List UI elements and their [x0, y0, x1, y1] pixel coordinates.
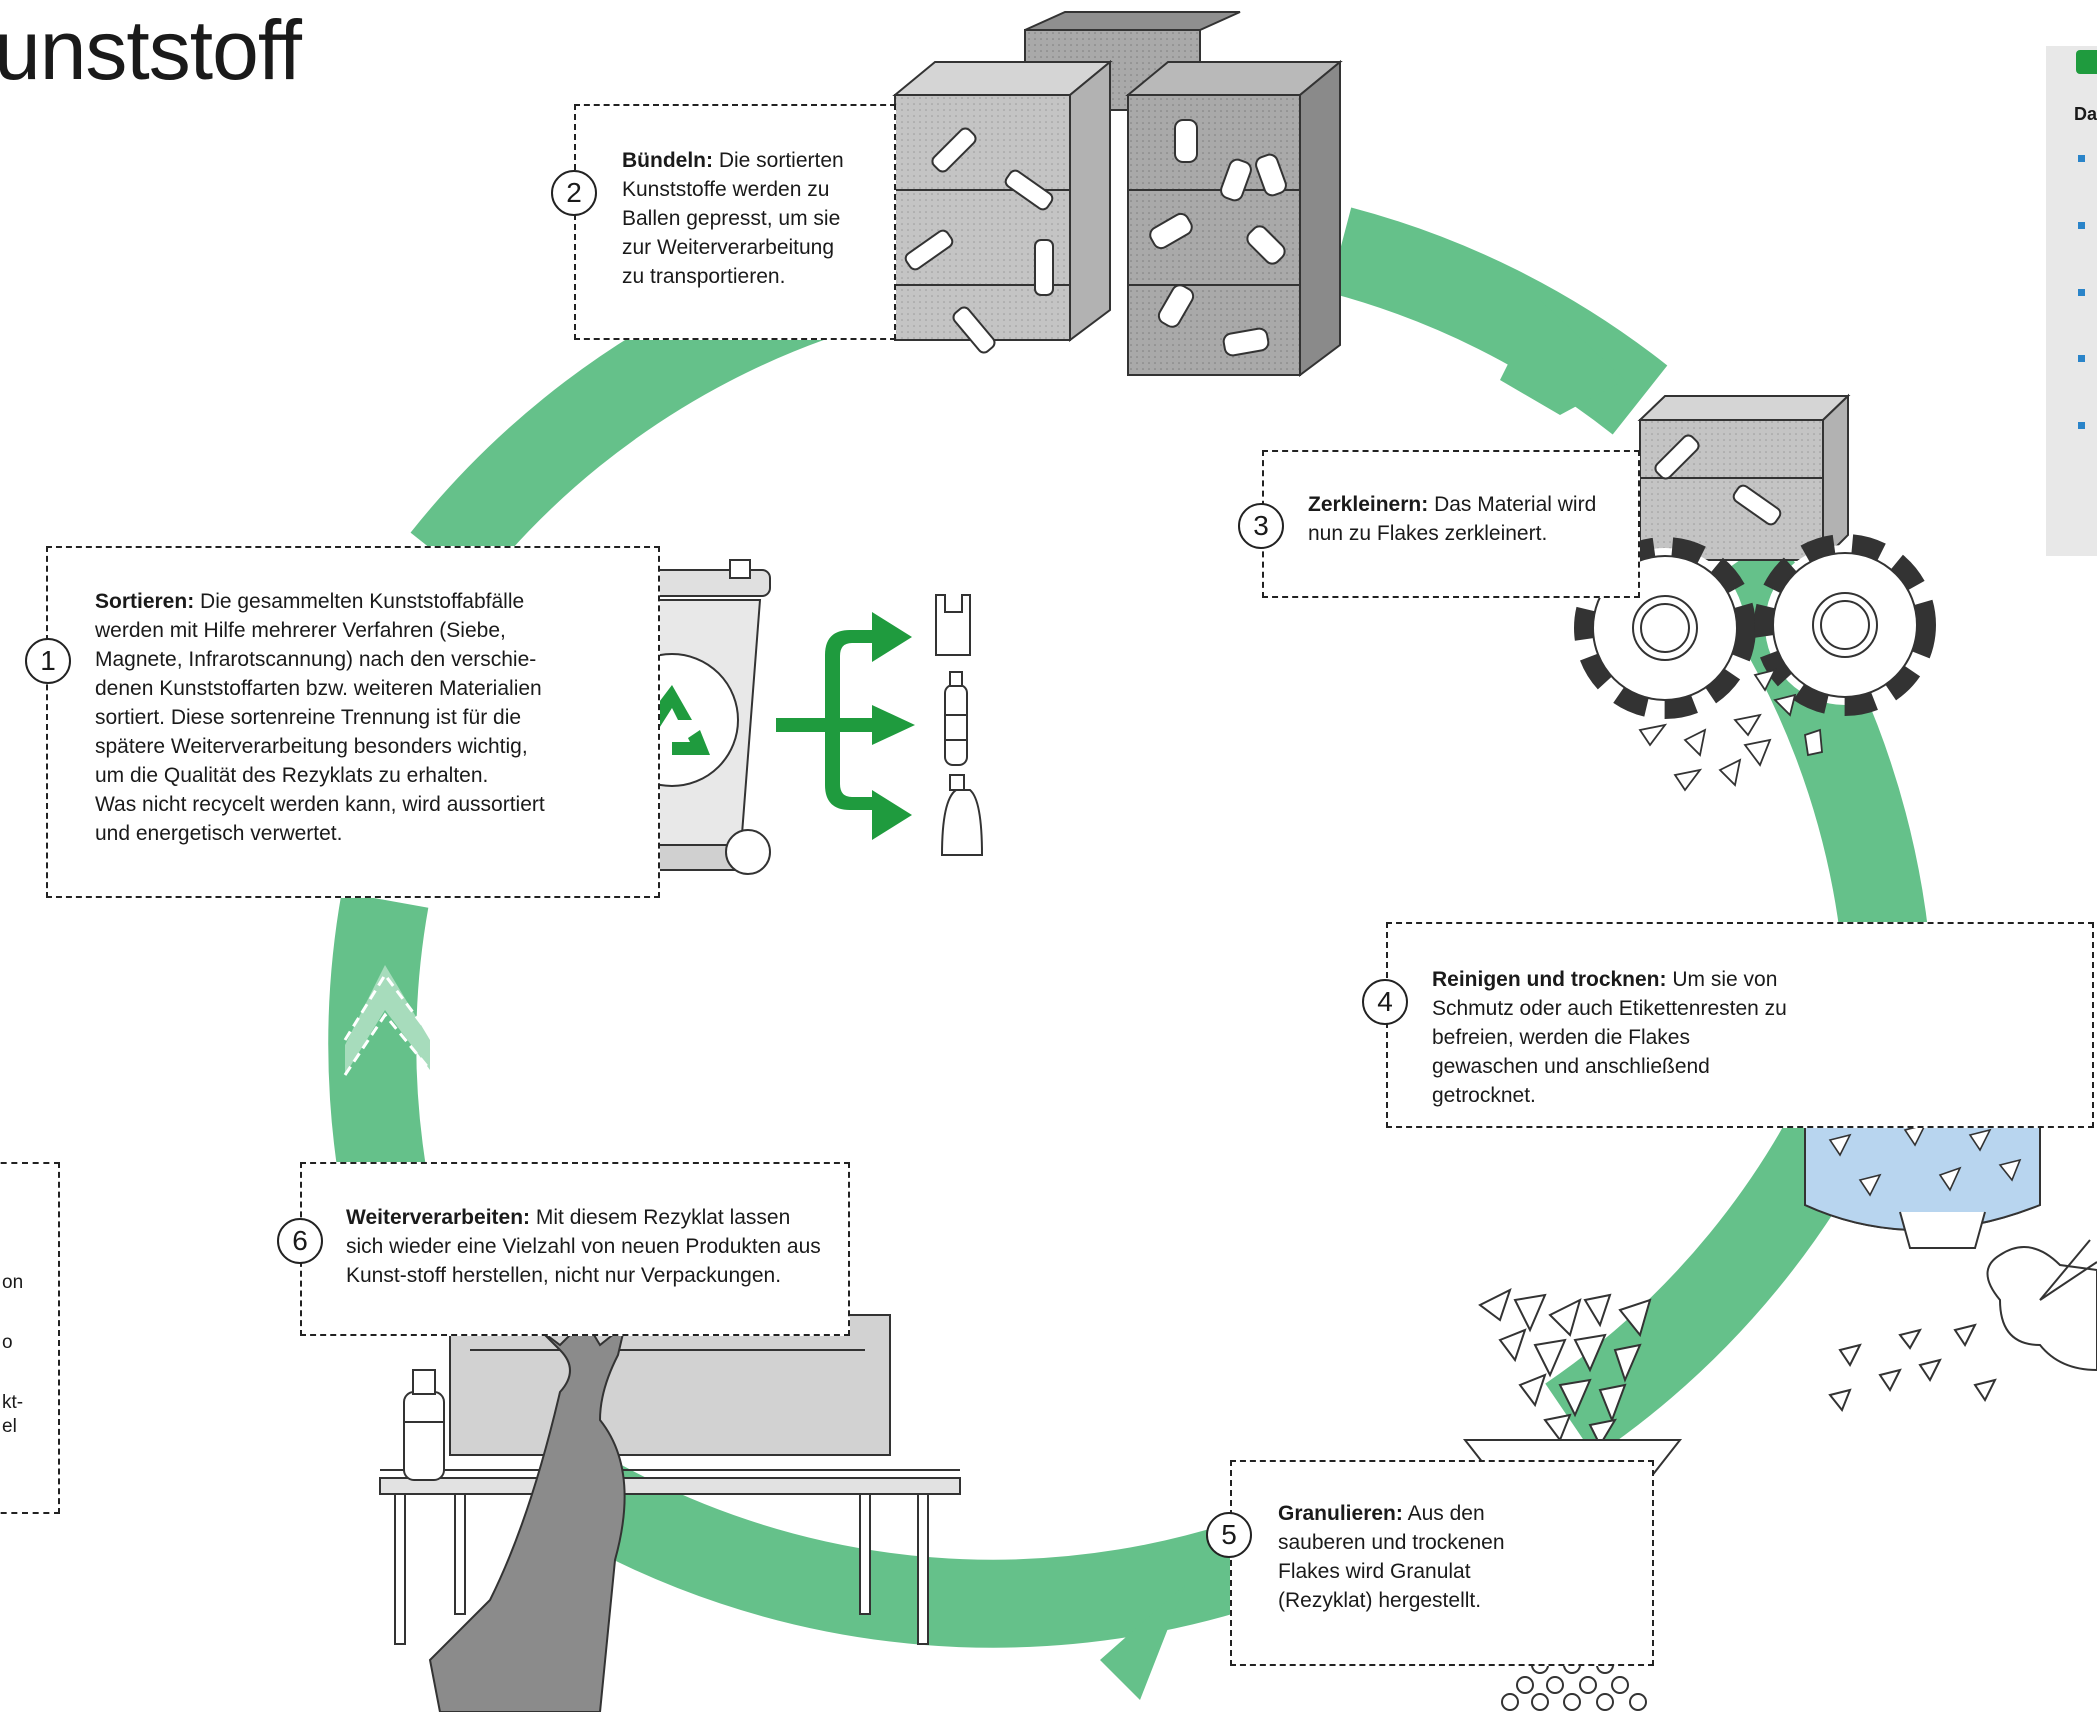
ring-arrow-bottom-icon: [1100, 1585, 1185, 1700]
step-4-description: Um sie von Schmutz oder auch Etikettenre…: [1432, 968, 1787, 1107]
step-4-number: 4: [1362, 979, 1408, 1025]
bales-illustration: [892, 11, 1343, 377]
page-title: unststoff: [0, 3, 302, 97]
side-bullet-2-icon: [2078, 222, 2085, 229]
step-6-description: Mit diesem Rezyklat lassen sich wieder e…: [346, 1206, 821, 1287]
step-5-description: Aus den sauberen und trockenen Flakes wi…: [1278, 1502, 1505, 1612]
step-6-heading: Weiterverarbeiten:: [346, 1206, 531, 1229]
step-3-text: Zerkleinern: Das Material wird nun zu Fl…: [1308, 491, 1608, 549]
step-2-number: 2: [551, 170, 597, 216]
ring-segment-5-6: [536, 1442, 1327, 1648]
step-6-number: 6: [277, 1218, 323, 1264]
side-info-panel: [2046, 46, 2097, 556]
step-1-extra: Was nicht recycelt werden kann, wird aus…: [95, 792, 545, 845]
step-3-number: 3: [1238, 503, 1284, 549]
step-2-heading: Bündeln:: [622, 149, 713, 172]
left-info-text-2: o: [2, 1332, 13, 1353]
step-3-description: Das Material wird nun zu Flakes zerklein…: [1308, 493, 1597, 545]
step-1-text: Sortieren: Die gesammelten Kunststoffabf…: [95, 588, 550, 849]
dryer-illustration: [1828, 1239, 2097, 1412]
side-panel-heading: Da: [2074, 104, 2097, 124]
step-1-heading: Sortieren:: [95, 590, 195, 613]
step-1-box: [46, 546, 660, 898]
left-info-text-4: el: [2, 1416, 17, 1437]
side-bullet-5-icon: [2078, 422, 2085, 429]
ring-arrow-up-icon: [343, 965, 432, 1076]
ring-arrow-right-icon: [1500, 300, 1625, 415]
step-4-heading: Reinigen und trocknen:: [1432, 968, 1667, 991]
sorting-arrows-icon: [776, 612, 915, 840]
sorted-items-icons: [935, 594, 984, 856]
side-bullet-3-icon: [2078, 289, 2085, 296]
step-5-box: [1230, 1460, 1654, 1666]
left-info-text-1: on: [2, 1272, 24, 1293]
side-bullet-4-icon: [2078, 355, 2085, 362]
step-5-text: Granulieren: Aus den sauberen und trocke…: [1278, 1500, 1508, 1616]
side-panel-header-bar: [2076, 50, 2097, 74]
step-1-description: Die gesammelten Kunststoffabfälle werden…: [95, 590, 542, 787]
step-5-number: 5: [1206, 1512, 1252, 1558]
step-6-text: Weiterverarbeiten: Mit diesem Rezyklat l…: [346, 1204, 826, 1291]
shredder-illustration: [1574, 393, 1936, 792]
left-info-text-3: kt-: [2, 1392, 24, 1413]
step-4-box: [1386, 922, 2094, 1128]
step-2-description: Die sortierten Kunststoffe werden zu Bal…: [622, 149, 844, 288]
side-bullet-1-icon: [2078, 155, 2085, 162]
step-5-heading: Granulieren:: [1278, 1502, 1403, 1525]
step-1-number: 1: [25, 638, 71, 684]
step-2-text: Bündeln: Die sortierten Kunststoffe werd…: [622, 147, 847, 292]
step-2-box: [574, 104, 896, 340]
step-4-text: Reinigen und trocknen: Um sie von Schmut…: [1432, 966, 1792, 1111]
step-6-box: [300, 1162, 850, 1336]
bench-illustration: [379, 1314, 961, 1712]
left-info-box: [0, 1162, 60, 1514]
step-3-box: [1262, 450, 1640, 598]
step-3-heading: Zerkleinern:: [1308, 493, 1429, 516]
